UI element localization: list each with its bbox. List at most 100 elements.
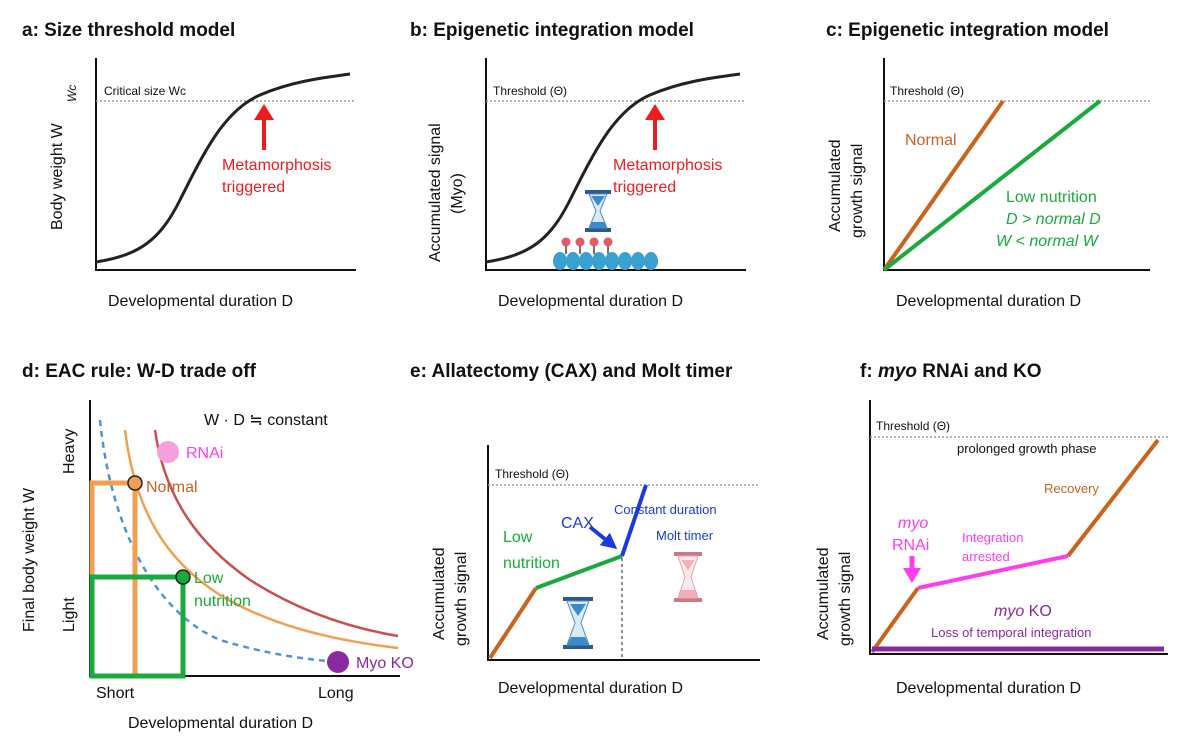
panel-f-recovery-segment <box>1066 438 1160 558</box>
hourglass-icon <box>563 597 593 649</box>
panel-b-sigmoid-curve <box>485 72 741 264</box>
panel-f: f: myo RNAi and KO Threshold (Θ) Accumul… <box>815 361 1168 697</box>
panel-d-low-label-2: nutrition <box>194 593 251 610</box>
panel-d-ko-point <box>327 651 349 673</box>
panel-e-axes <box>487 445 760 661</box>
panel-f-ko-italic: myo <box>994 603 1024 620</box>
panel-a-threshold-label: Critical size Wc <box>104 84 186 98</box>
panel-d-title: d: EAC rule: W-D trade off <box>22 361 257 382</box>
panel-b-red-arrow <box>645 104 665 150</box>
panel-e-cax-label: CAX <box>561 515 594 532</box>
panel-d-low-rect <box>89 574 186 679</box>
panel-b-title: b: Epigenetic integration model <box>410 20 694 41</box>
panel-b-x-label: Developmental duration D <box>498 293 683 310</box>
panel-d-y-label: Final body weight W <box>21 487 38 632</box>
panel-c-low-label-3: W < normal W <box>996 233 1100 250</box>
panel-f-ko-rest: KO <box>1024 603 1052 620</box>
panel-c-normal-label: Normal <box>905 132 957 149</box>
panel-d-ko-curve <box>98 419 341 664</box>
panel-a-x-label: Developmental duration D <box>108 293 293 310</box>
panel-a-title: a: Size threshold model <box>22 20 235 41</box>
panel-d-x-short: Short <box>96 685 135 702</box>
panel-d: d: EAC rule: W-D trade off W · D ≒ const… <box>21 361 414 732</box>
panel-d-low-label-1: Low <box>194 570 224 587</box>
panel-a-sigmoid-curve <box>95 72 351 264</box>
panel-c-x-label: Developmental duration D <box>896 293 1081 310</box>
panel-d-y-heavy: Heavy <box>61 429 78 474</box>
panel-e-constant-label: Constant duration <box>614 502 717 517</box>
panel-f-arrested-label-1: Integration <box>962 530 1023 545</box>
panel-f-title-italic: myo <box>878 361 917 382</box>
panel-e-cax-segment <box>620 484 648 557</box>
panel-f-title: f: myo RNAi and KO <box>860 361 1042 382</box>
panel-d-rnai-label: RNAi <box>186 445 223 462</box>
panel-f-prolonged-label: prolonged growth phase <box>957 441 1097 456</box>
arrow-icon <box>588 525 618 550</box>
panel-e-molt-label: Molt timer <box>656 528 714 543</box>
panel-d-y-light: Light <box>61 597 78 632</box>
panel-b-y-label-2: (Myo) <box>449 173 466 214</box>
panel-d-low-point <box>175 569 191 585</box>
panel-c-threshold-label: Threshold (Θ) <box>890 84 964 98</box>
panel-f-y-label-1: Accumulated <box>815 548 832 641</box>
panel-a-red-arrow <box>254 104 274 150</box>
panel-c-y-label-2: growth signal <box>849 144 866 238</box>
panel-f-x-label: Developmental duration D <box>896 680 1081 697</box>
panel-d-ko-label: Myo KO <box>356 655 414 672</box>
panel-f-y-label-2: growth signal <box>837 552 854 646</box>
panel-e: e: Allatectomy (CAX) and Molt timer Thre… <box>410 361 760 697</box>
panel-b-y-label-1: Accumulated signal <box>427 123 444 262</box>
panel-d-x-long: Long <box>318 685 354 702</box>
panel-b-annotation-2: triggered <box>613 179 676 196</box>
panel-f-loss-label: Loss of temporal integration <box>931 625 1091 640</box>
panel-a-annotation-2: triggered <box>222 179 285 196</box>
panel-f-title-rest: RNAi and KO <box>917 361 1042 382</box>
panel-b-annotation-1: Metamorphosis <box>613 157 722 174</box>
panel-f-arrested-segment <box>917 554 1069 590</box>
panel-a-annotation-1: Metamorphosis <box>222 157 331 174</box>
panel-e-y-label-1: Accumulated <box>431 548 448 641</box>
panel-d-rnai-curve <box>153 429 399 638</box>
panel-c-y-label-1: Accumulated <box>827 140 844 233</box>
panel-a-y-tick: Wc <box>65 85 79 102</box>
panel-a: a: Size threshold model Critical size Wc… <box>22 20 356 310</box>
panel-e-low-segment <box>535 554 623 590</box>
panel-f-arrested-label-2: arrested <box>962 549 1010 564</box>
panel-f-rnai-label-1: myo <box>898 515 928 532</box>
panel-c-low-label-2: D > normal D <box>1006 211 1101 228</box>
panel-c-low-nutrition-line <box>882 99 1102 272</box>
panel-a-y-label: Body weight W <box>49 122 66 230</box>
panel-f-axes <box>869 400 1168 655</box>
panel-d-rnai-point <box>157 441 179 463</box>
panel-c: c: Epigenetic integration model Threshol… <box>826 20 1150 310</box>
panel-f-rnai-label-2: RNAi <box>892 537 929 554</box>
nucleosome-icon <box>553 237 658 270</box>
panel-f-title-prefix: f: <box>860 361 878 382</box>
panel-f-ko-label: myo KO <box>994 603 1052 620</box>
panel-e-threshold-label: Threshold (Θ) <box>495 467 569 481</box>
panel-d-normal-curve <box>123 429 399 650</box>
panel-c-normal-line <box>882 99 1005 272</box>
panel-b-axes <box>485 58 746 271</box>
panel-e-low-label-1: Low <box>503 529 533 546</box>
panel-c-low-label-1: Low nutrition <box>1006 189 1097 206</box>
panel-e-normal-segment <box>488 586 538 660</box>
arrow-icon <box>903 556 921 583</box>
panel-e-low-label-2: nutrition <box>503 555 560 572</box>
panel-e-title: e: Allatectomy (CAX) and Molt timer <box>410 361 733 382</box>
panel-e-y-label-2: growth signal <box>453 552 470 646</box>
hourglass-icon <box>585 190 611 232</box>
panel-b-threshold-label: Threshold (Θ) <box>493 84 567 98</box>
panel-f-normal-segment <box>870 586 920 654</box>
panel-d-normal-point <box>127 475 143 491</box>
panel-c-title: c: Epigenetic integration model <box>826 20 1109 41</box>
panel-f-threshold-label: Threshold (Θ) <box>876 419 950 433</box>
panel-f-recovery-label: Recovery <box>1044 481 1099 496</box>
panel-b: b: Epigenetic integration model Threshol… <box>410 20 746 310</box>
hourglass-icon <box>674 552 702 602</box>
panel-e-x-label: Developmental duration D <box>498 680 683 697</box>
panel-a-axes <box>95 58 356 271</box>
panel-d-equation: W · D ≒ constant <box>204 412 328 429</box>
panel-d-normal-label: Normal <box>146 479 198 496</box>
